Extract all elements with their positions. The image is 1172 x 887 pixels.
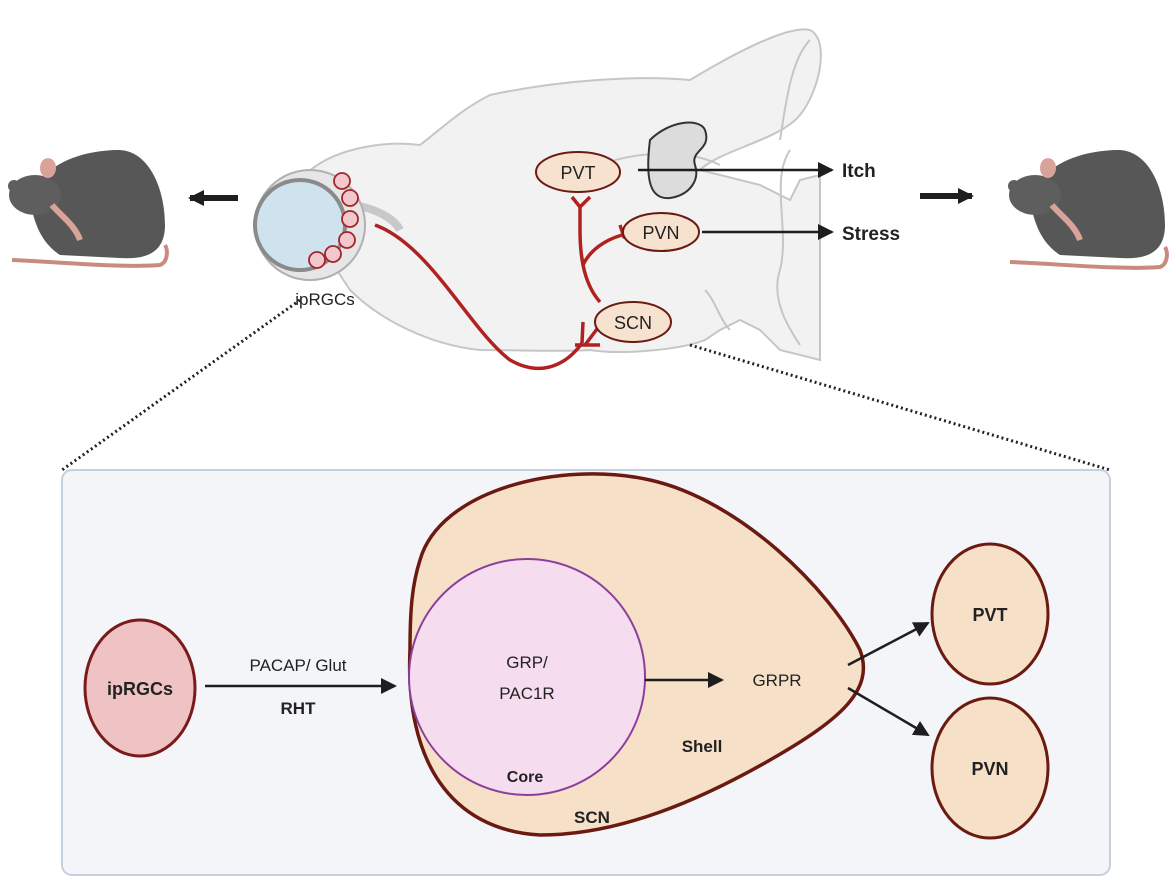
brain-region-shape [647,121,708,200]
brain-illustration [303,28,822,362]
svg-text:ipRGCs: ipRGCs [107,679,173,699]
iprgcs-node: ipRGCs [83,618,197,758]
mouse-scratching-right [1008,150,1169,270]
mouse-scratching-left [8,150,169,268]
shell-label: Shell [682,737,723,756]
stress-label: Stress [842,224,900,245]
scn-node: SCN [594,301,672,343]
rht-label: RHT [281,699,317,718]
svg-text:SCN: SCN [614,313,652,333]
eye-icon [253,169,404,281]
svg-text:PVT: PVT [972,605,1007,625]
svg-text:PVN: PVN [971,759,1008,779]
itch-label: Itch [842,161,876,182]
scn-to-pvt-arrow [847,621,930,667]
pvn-node: PVN [622,212,700,252]
pac1r-label: PAC1R [499,684,554,703]
svg-text:PVN: PVN [642,223,679,243]
pacap-glut-label: PACAP/ Glut [250,656,347,675]
core-label: Core [507,769,544,786]
pvt-node: PVT [535,151,621,193]
iprgc-cells [308,172,359,269]
pvn-target-node: PVN [930,696,1050,840]
scn-core [408,558,646,796]
svg-text:PVT: PVT [560,163,595,183]
zoom-line-left [61,298,301,472]
axon-pathways [374,195,633,371]
eye-label: ipRGCs [295,290,355,309]
grpr-label: GRPR [752,671,801,690]
pvt-target-node: PVT [930,542,1050,686]
grp-label: GRP/ [506,653,548,672]
scn-to-pvn-arrow [847,686,930,737]
scn-label: SCN [574,808,610,827]
zoom-line-right [689,343,1111,472]
